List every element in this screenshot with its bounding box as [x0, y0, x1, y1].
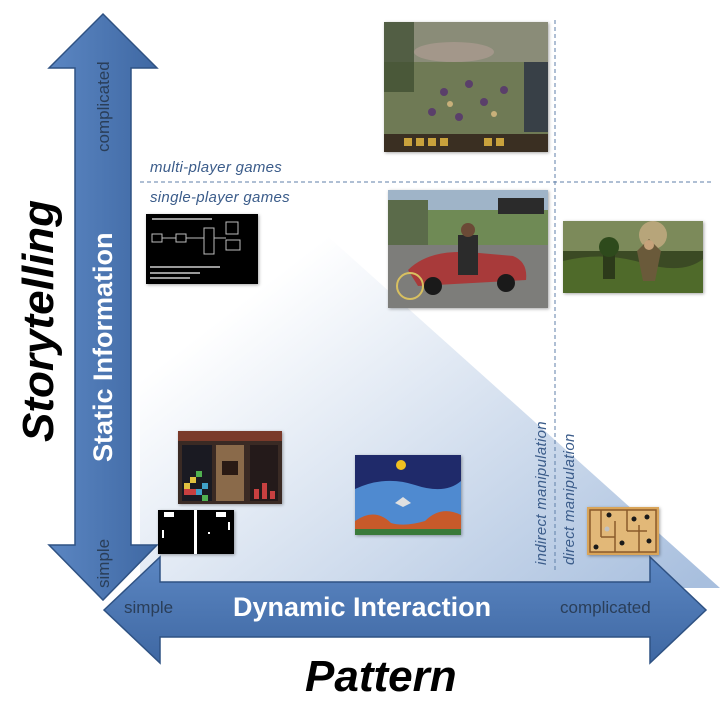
text-adventure-screenshot — [146, 214, 258, 284]
single-player-label: single-player games — [150, 189, 290, 206]
vertical-axis-arrow — [47, 12, 159, 602]
horizontal-axis-arrow — [102, 555, 708, 665]
x-axis-low-label: simple — [124, 598, 174, 617]
static-information-label: Static Information — [88, 232, 118, 462]
dynamic-interaction-label: Dynamic Interaction — [233, 592, 492, 622]
direct-manipulation-label: direct manipulation — [561, 433, 578, 565]
indirect-manipulation-label: indirect manipulation — [533, 421, 550, 565]
storytelling-title: Storytelling — [14, 199, 63, 442]
gradient-triangle — [140, 68, 720, 588]
pong-screenshot — [158, 510, 234, 554]
pattern-title: Pattern — [305, 652, 457, 701]
tetris-screenshot — [178, 431, 282, 504]
car-driving-game-screenshot — [388, 190, 548, 308]
fantasy-adventure-screenshot — [563, 221, 703, 293]
y-axis-high-label: complicated — [94, 61, 113, 152]
y-axis-low-label: simple — [94, 538, 113, 588]
mmo-battle-screenshot — [384, 22, 548, 152]
multi-player-label: multi-player games — [150, 159, 283, 176]
labyrinth-tilt-game-screenshot — [587, 507, 659, 555]
lunar-lander-screenshot — [355, 455, 461, 535]
x-axis-high-label: complicated — [560, 598, 651, 617]
